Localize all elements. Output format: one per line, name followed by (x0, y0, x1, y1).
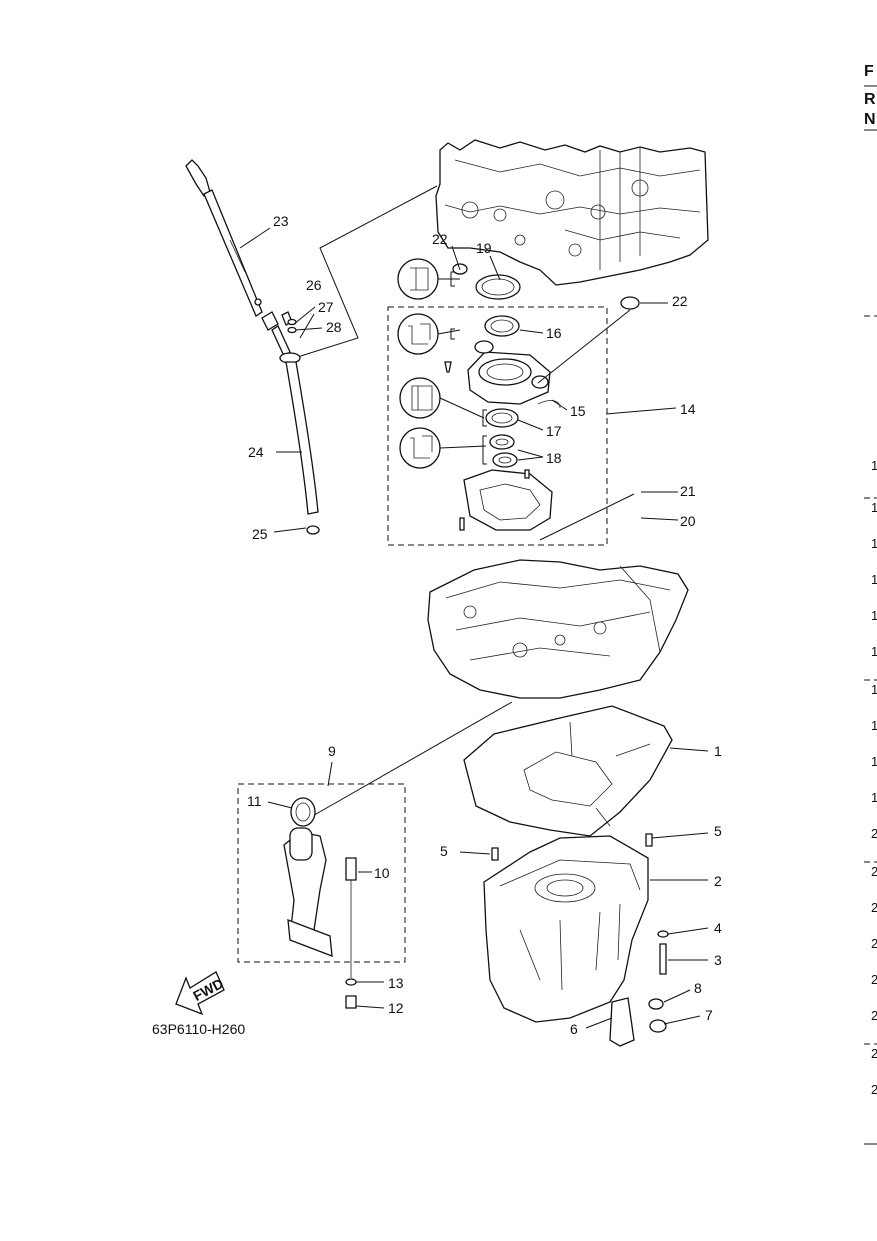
callout-19: 19 (476, 240, 492, 256)
callout-22-right: 22 (672, 293, 688, 309)
callout-23: 23 (273, 213, 289, 229)
callout-8: 8 (694, 980, 702, 996)
callout-14: 14 (680, 401, 696, 417)
edge-row-11: 2 (871, 826, 877, 841)
engine-block (287, 139, 709, 361)
callout-21: 21 (680, 483, 696, 499)
upper-casing (301, 559, 689, 823)
edge-row-13: 2 (871, 900, 877, 915)
edge-header-f: F (864, 63, 874, 80)
edge-row-10: 1 (871, 790, 877, 805)
edge-row-14: 2 (871, 936, 877, 951)
callout-5-left: 5 (440, 843, 448, 859)
drawing-code: 63P6110-H260 (152, 1021, 245, 1037)
leader-lines (239, 227, 709, 1029)
edge-row-9: 1 (871, 754, 877, 769)
callout-9: 9 (328, 743, 336, 759)
edge-row-16: 2 (871, 1008, 877, 1023)
callout-7: 7 (705, 1007, 713, 1023)
callout-15: 15 (570, 403, 586, 419)
edge-row-7: 1 (871, 682, 877, 697)
edge-row-1: 1 (871, 458, 877, 473)
edge-header-r: R (864, 91, 876, 108)
callout-20: 20 (680, 513, 696, 529)
oil-pan (483, 833, 669, 1047)
callout-24: 24 (248, 444, 264, 460)
dipstick-assembly (185, 159, 320, 535)
callout-26: 26 (306, 277, 322, 293)
edge-row-4: 1 (871, 572, 877, 587)
edge-row-17: 2 (871, 1046, 877, 1061)
edge-row-12: 2 (871, 864, 877, 879)
edge-header-n: N (864, 111, 876, 128)
callout-11: 11 (247, 793, 262, 809)
edge-row-15: 2 (871, 972, 877, 987)
edge-row-2: 1 (871, 500, 877, 515)
gasket (463, 705, 673, 837)
callout-18: 18 (546, 450, 562, 466)
callout-5-right: 5 (714, 823, 722, 839)
callout-22-top: 22 (432, 231, 448, 247)
edge-row-3: 1 (871, 536, 877, 551)
callout-2: 2 (714, 873, 722, 889)
callout-4: 4 (714, 920, 722, 936)
edge-row-5: 1 (871, 608, 877, 623)
callout-6: 6 (570, 1021, 578, 1037)
fwd-arrow-icon: FWD (175, 971, 226, 1016)
edge-row-18: 2 (871, 1082, 877, 1097)
callout-27: 27 (318, 299, 334, 315)
right-edge-column: F R N 1 1 1 1 1 1 1 1 1 1 2 2 2 2 2 2 2 … (864, 63, 877, 1145)
oil-strainer-group (237, 783, 406, 1009)
callout-25: 25 (252, 526, 268, 542)
callout-3: 3 (714, 952, 722, 968)
callout-17: 17 (546, 423, 562, 439)
callout-16: 16 (546, 325, 562, 341)
callout-labels: 1 2 3 4 5 5 6 7 8 9 10 11 12 13 14 15 16… (247, 213, 722, 1037)
edge-row-8: 1 (871, 718, 877, 733)
callout-10: 10 (374, 865, 390, 881)
callout-13: 13 (388, 975, 404, 991)
edge-row-6: 1 (871, 644, 877, 659)
callout-12: 12 (388, 1000, 404, 1016)
callout-1: 1 (714, 743, 722, 759)
seal-detail-insets (397, 258, 487, 469)
callout-28: 28 (326, 319, 342, 335)
exhaust-guide-group (387, 258, 640, 546)
